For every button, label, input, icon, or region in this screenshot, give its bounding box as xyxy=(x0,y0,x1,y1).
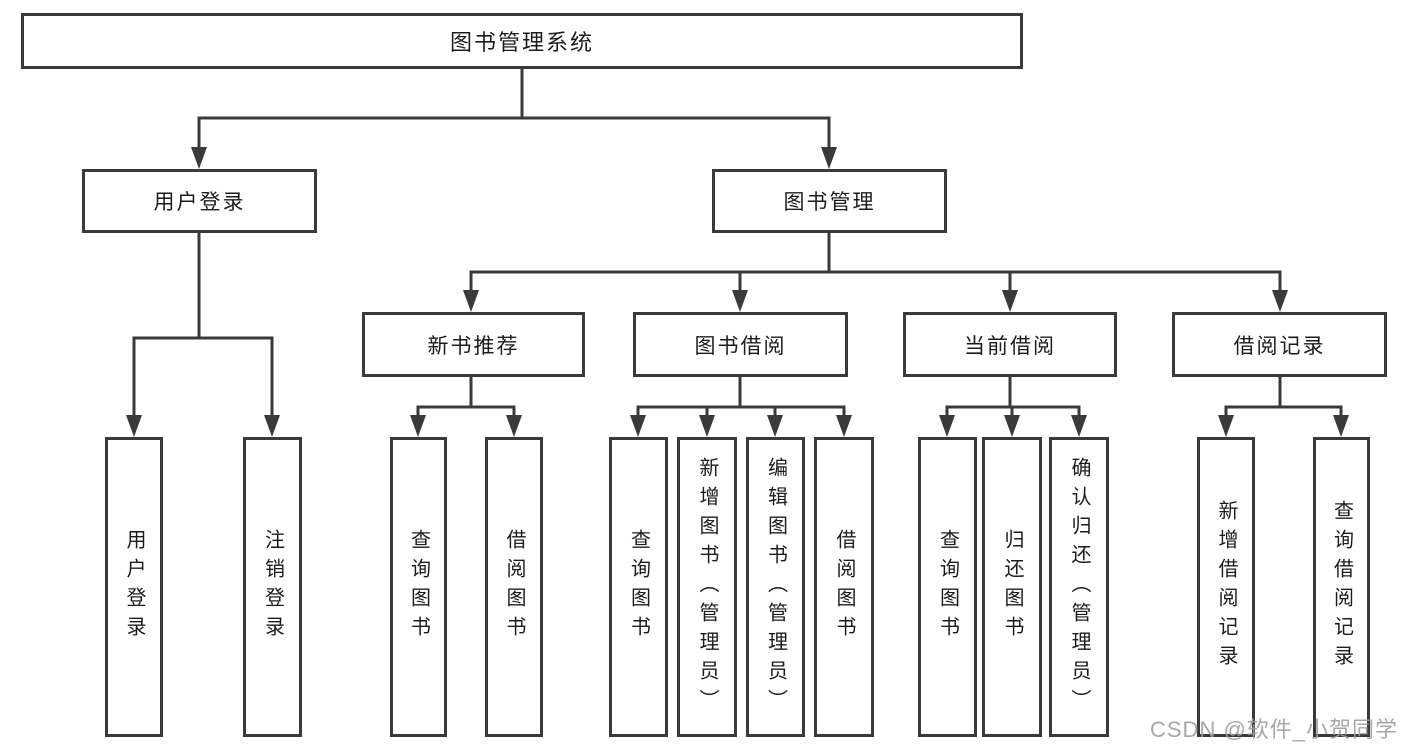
leaf-query-books-recommend: 查询图书 xyxy=(390,437,447,737)
csdn-watermark: CSDN @软件_小贺同学 xyxy=(1150,717,1399,742)
leaf-confirm-return-admin: 确认归还（管理员） xyxy=(1049,437,1109,737)
leaf-label: 确认归还（管理员） xyxy=(1068,456,1090,718)
node-new-book-recommendation: 新书推荐 xyxy=(362,312,585,377)
leaf-edit-books-admin: 编辑图书（管理员） xyxy=(746,437,805,737)
node-current-borrowing: 当前借阅 xyxy=(903,312,1117,377)
leaf-label: 新增图书（管理员） xyxy=(696,456,718,718)
leaf-label: 查询图书 xyxy=(936,529,959,645)
node-borrowing-records: 借阅记录 xyxy=(1172,312,1387,377)
leaf-label: 注销登录 xyxy=(261,529,284,645)
node-book-borrowing: 图书借阅 xyxy=(633,312,848,377)
leaf-add-books-admin: 新增图书（管理员） xyxy=(677,437,737,737)
leaf-borrow-books-recommend: 借阅图书 xyxy=(485,437,543,737)
node-user-login: 用户登录 xyxy=(82,169,317,233)
leaf-label: 借阅图书 xyxy=(833,529,855,645)
leaf-logout: 注销登录 xyxy=(243,437,302,737)
leaf-user-login: 用户登录 xyxy=(105,437,163,737)
node-book-management: 图书管理 xyxy=(712,169,947,233)
leaf-label: 查询图书 xyxy=(407,529,430,645)
leaf-label: 编辑图书（管理员） xyxy=(764,456,787,718)
leaf-query-borrow-record: 查询借阅记录 xyxy=(1313,437,1370,737)
leaf-query-books-borrowing: 查询图书 xyxy=(609,437,668,737)
leaf-borrow-books-borrowing: 借阅图书 xyxy=(814,437,874,737)
leaf-label: 借阅图书 xyxy=(503,529,525,645)
leaf-label: 归还图书 xyxy=(1001,529,1023,645)
leaf-label: 新增借阅记录 xyxy=(1215,500,1237,674)
leaf-label: 查询图书 xyxy=(627,529,650,645)
leaf-query-books-current: 查询图书 xyxy=(918,437,977,737)
node-library-management-system: 图书管理系统 xyxy=(21,13,1023,69)
leaf-label: 查询借阅记录 xyxy=(1330,500,1353,674)
leaf-label: 用户登录 xyxy=(123,529,145,645)
leaf-return-books: 归还图书 xyxy=(982,437,1042,737)
leaf-add-borrow-record: 新增借阅记录 xyxy=(1197,437,1255,737)
